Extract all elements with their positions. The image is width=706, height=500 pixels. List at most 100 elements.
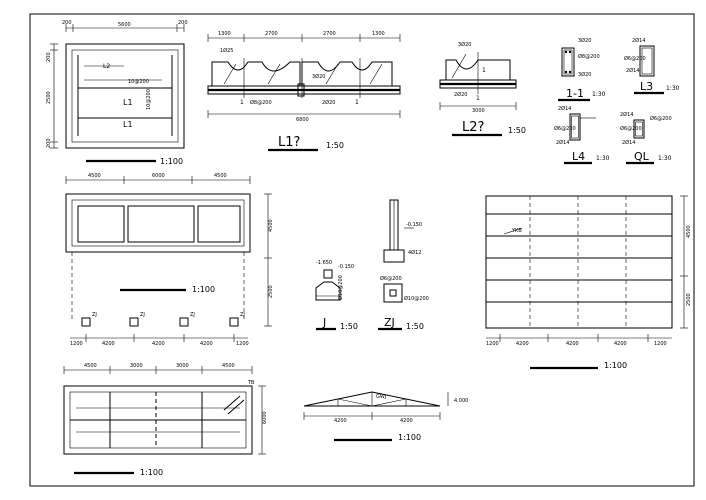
scale-plan-top-left: 1:100: [160, 157, 183, 166]
roof-tag: YKB: [511, 228, 522, 234]
sec-ql-mid: Ø6@200: [620, 125, 642, 132]
mid-left-plan: 4500 6000 4500 4500 2500 ZJ ZJ ZJ ZJ 120…: [65, 173, 274, 347]
beam-l2-elevation: 3Ø20 2Ø20 1 1 3000 L2? 1:50: [439, 41, 526, 137]
l1-section-mark-2: 1: [355, 99, 359, 106]
roof-dim-h1: 4500: [686, 225, 692, 238]
bottom-dim-h: 6000: [262, 411, 268, 424]
footing-j-title: J: [322, 316, 326, 329]
l1-section-mark-1: 1: [240, 99, 244, 106]
l2-total-dim: 3000: [472, 108, 485, 114]
bays-dim-4: 4200: [200, 341, 213, 347]
bottom-dim-4: 4500: [222, 363, 235, 369]
l1-rebar-a: 1Ø25: [220, 47, 233, 54]
bays-dim-2: 4200: [102, 341, 115, 347]
l2-mark-1: 1: [482, 67, 486, 74]
mid-plan-dim-2: 6000: [152, 173, 165, 179]
sec-l3-mid: Ø6@200: [624, 55, 646, 62]
sec-1-1-bot: 3Ø20: [578, 71, 591, 78]
beam-l1-title: L1?: [278, 135, 300, 150]
top-plan-dim-w3: 200: [178, 20, 188, 26]
l1-dim-4: 1300: [372, 31, 385, 37]
beam-l1-elevation: 1300 2700 2700 1300 1Ø25 2Ø20 Ø8@200 3Ø2…: [207, 31, 401, 152]
l2-rebar-a: 3Ø20: [458, 41, 471, 48]
sec-ql-side: Ø6@200: [650, 115, 672, 122]
zj-label-4: ZJ: [240, 312, 245, 318]
mid-plan-dim-h2: 2500: [268, 285, 274, 298]
l1-total-dim: 6800: [296, 117, 309, 123]
roof-dim-h2: 2500: [686, 293, 692, 306]
bottom-dim-1: 4500: [84, 363, 97, 369]
plan-rebar-label: 10@200: [128, 79, 149, 85]
bays-dim-1: 1200: [70, 341, 83, 347]
scale-truss: 1:100: [398, 433, 421, 442]
section-l4: 2Ø14 Ø6@200 2Ø14 L4 1:30: [554, 105, 610, 165]
scale-section-1-1: 1:30: [592, 91, 606, 98]
roof-truss: GWJ 4200 4200 4.000 1:100: [303, 391, 468, 442]
column-zj: -0.150 4Ø12 Ø6@200 Ø10@200 ZJ 1:50: [378, 199, 429, 331]
section-1-1: 3Ø20 Ø8@200 3Ø20 1-1 1:30: [558, 37, 606, 102]
top-plan-dim-w1: 200: [62, 20, 72, 26]
plan-l1-upper-label: L1: [123, 98, 133, 107]
bays-dim-5: 1200: [236, 341, 249, 347]
l1-dim-2: 2700: [265, 31, 278, 37]
scale-footing-j: 1:50: [340, 322, 358, 331]
truss-dim-2: 4200: [400, 418, 413, 424]
scale-bottom-plan: 1:100: [140, 468, 163, 477]
roof-dim-3: 4200: [566, 341, 579, 347]
roof-dim-1: 1200: [486, 341, 499, 347]
column-stirrup: Ø6@200: [380, 275, 402, 282]
mid-plan-dim-3: 4500: [214, 173, 227, 179]
stair-tag: TB: [247, 380, 255, 386]
bottom-dim-3: 3000: [176, 363, 189, 369]
l1-bar-d: 3Ø20: [312, 73, 325, 80]
l1-dim-3: 2700: [323, 31, 336, 37]
scale-column-zj: 1:50: [406, 322, 424, 331]
sec-l4-mid: Ø6@200: [554, 125, 576, 132]
column-zj-title: ZJ: [384, 316, 395, 329]
section-1-1-title: 1-1: [566, 87, 584, 100]
truss-dim-1: 4200: [334, 418, 347, 424]
footing-rebar-2: Ø10@200: [404, 295, 429, 302]
column-level: -0.150: [406, 222, 422, 228]
plan-l1-lower-label: L1: [123, 120, 133, 129]
section-ql: 2Ø14 Ø6@200 2Ø14 Ø6@200 QL 1:30: [620, 111, 672, 165]
section-l3-title: L3: [640, 80, 653, 93]
zj-label-3: ZJ: [190, 312, 195, 318]
mid-plan-dim-h1: 4500: [268, 219, 274, 232]
scale-plan-mid-left: 1:100: [192, 285, 215, 294]
plan-rebar-vert-label: 10@200: [146, 89, 152, 110]
mid-plan-dim-1: 4500: [88, 173, 101, 179]
roof-plan: YKB 4500 2500 1200 4200 4200 4200 1200 1…: [485, 195, 692, 370]
l2-mark-2: 1: [476, 95, 480, 102]
zj-label-2: ZJ: [140, 312, 145, 318]
l1-dim-1: 1300: [218, 31, 231, 37]
sec-1-1-mid: Ø8@200: [578, 53, 600, 60]
sec-ql-bot: 2Ø14: [622, 139, 635, 146]
scale-section-l3: 1:30: [666, 85, 680, 92]
column-rebar: 4Ø12: [408, 249, 421, 256]
footing-level-1: -1.650: [316, 260, 332, 266]
roof-dim-4: 4200: [614, 341, 627, 347]
top-left-plan: L2 L1 L1 10@200 10@200 200 5600 200 200 …: [46, 20, 188, 166]
top-plan-dim-left-2: 2500: [46, 91, 52, 104]
scale-beam-l1: 1:50: [326, 141, 344, 150]
top-plan-dim-left-3: 200: [46, 138, 52, 148]
truss-tag: GWJ: [376, 394, 386, 400]
sec-l3-bot: 2Ø14: [626, 67, 639, 74]
bays-dim-3: 4200: [152, 341, 165, 347]
bottom-dim-2: 3000: [130, 363, 143, 369]
l1-rebar-b: 2Ø20: [322, 99, 335, 106]
roof-dim-2: 4200: [516, 341, 529, 347]
section-ql-title: QL: [634, 150, 650, 163]
section-l3: 2Ø14 Ø6@200 2Ø14 L3 1:30: [624, 37, 680, 95]
sec-l4-top: 2Ø14: [558, 105, 571, 112]
top-plan-dim-w2: 5600: [118, 22, 131, 28]
beam-l2-title: L2?: [462, 120, 484, 135]
scale-roof-plan: 1:100: [604, 361, 627, 370]
footing-level-2: -0.150: [338, 264, 354, 270]
scale-section-l4: 1:30: [596, 155, 610, 162]
sec-1-1-top: 3Ø20: [578, 37, 591, 44]
top-plan-dim-left-1: 200: [46, 52, 52, 62]
truss-dim-h: 4.000: [454, 398, 468, 404]
